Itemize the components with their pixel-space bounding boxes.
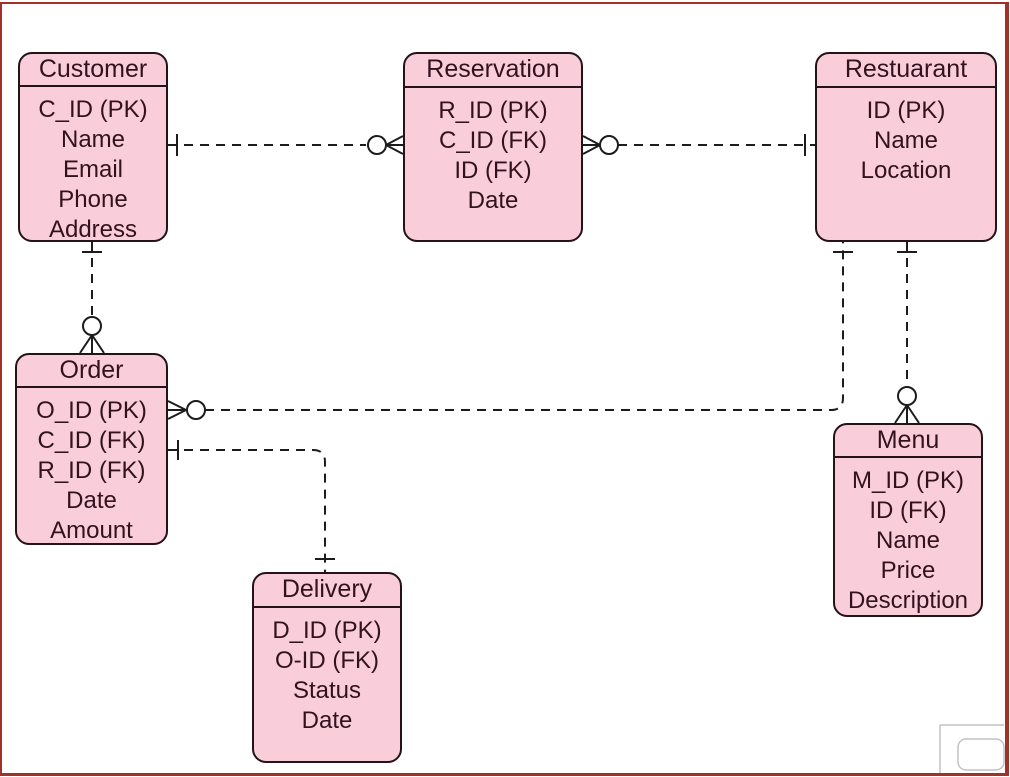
entity-reservation[interactable]: Reservation R_ID (PK) C_ID (FK) ID (FK) … xyxy=(403,52,583,242)
attribute: Date xyxy=(467,187,519,214)
crow-foot-many-icon xyxy=(894,404,920,424)
attribute: Location xyxy=(860,157,952,184)
connector-restaurant-menu xyxy=(894,242,920,424)
attribute: R_ID (FK) xyxy=(37,457,146,484)
ghost-box xyxy=(939,724,1005,774)
attribute: Email xyxy=(62,156,123,183)
entity-customer[interactable]: Customer C_ID (PK) Name Email Phone Addr… xyxy=(18,52,168,242)
attribute: Status xyxy=(292,677,362,704)
entity-title: Customer xyxy=(20,54,166,87)
cardinality-zero-circle xyxy=(367,135,387,155)
crow-foot-many-icon xyxy=(167,400,187,420)
attribute: O_ID (PK) xyxy=(36,397,147,424)
crow-foot-many-icon xyxy=(582,135,601,155)
entity-title: Reservation xyxy=(405,54,581,88)
cardinality-zero-circle xyxy=(897,386,917,406)
entity-menu[interactable]: Menu M_ID (PK) ID (FK) Name Price Descri… xyxy=(833,423,983,617)
cardinality-zero-circle xyxy=(599,135,619,155)
attribute: Name xyxy=(875,527,941,554)
connector-customer-order xyxy=(79,242,105,354)
entity-attributes: M_ID (PK) ID (FK) Name Price Description xyxy=(835,458,981,615)
attribute: ID (FK) xyxy=(454,157,532,184)
attribute: Date xyxy=(66,487,117,514)
entity-attributes: D_ID (PK) O-ID (FK) Status Date xyxy=(254,608,400,736)
entity-attributes: O_ID (PK) C_ID (FK) R_ID (FK) Date Amoun… xyxy=(17,388,166,544)
entity-order[interactable]: Order O_ID (PK) C_ID (FK) R_ID (FK) Date… xyxy=(15,353,168,545)
crow-foot-many-icon xyxy=(385,135,404,155)
attribute: C_ID (FK) xyxy=(37,427,146,454)
connector-order-restaurant xyxy=(167,242,853,420)
entity-delivery[interactable]: Delivery D_ID (PK) O-ID (FK) Status Date xyxy=(252,572,402,763)
entity-title: Restuarant xyxy=(817,54,995,88)
attribute: Amount xyxy=(50,517,133,544)
attribute: M_ID (PK) xyxy=(851,467,964,494)
attribute: Date xyxy=(301,707,353,734)
entity-title: Delivery xyxy=(254,574,400,608)
entity-attributes: R_ID (PK) C_ID (FK) ID (FK) Date xyxy=(405,88,581,216)
entity-title: Menu xyxy=(835,425,981,458)
entity-restaurant[interactable]: Restuarant ID (PK) Name Location xyxy=(815,52,997,242)
attribute: C_ID (FK) xyxy=(439,127,547,154)
attribute: D_ID (PK) xyxy=(272,617,382,644)
attribute: Phone xyxy=(58,186,128,213)
cardinality-zero-circle xyxy=(186,400,206,420)
entity-attributes: ID (PK) Name Location xyxy=(817,88,995,186)
attribute: C_ID (PK) xyxy=(38,96,148,123)
attribute: R_ID (PK) xyxy=(438,97,548,124)
attribute: ID (PK) xyxy=(866,97,946,124)
connector-order-delivery xyxy=(168,440,335,572)
connector-customer-reservation xyxy=(168,134,404,156)
attribute: Name xyxy=(60,126,126,153)
crow-foot-many-icon xyxy=(79,334,105,354)
attribute: ID (FK) xyxy=(869,497,947,524)
cardinality-zero-circle xyxy=(82,316,102,336)
connector-reservation-restaurant xyxy=(582,134,815,156)
entity-attributes: C_ID (PK) Name Email Phone Address xyxy=(20,87,166,242)
attribute: Name xyxy=(873,127,939,154)
attribute: Price xyxy=(880,557,936,584)
attribute: Address xyxy=(48,216,138,242)
entity-title: Order xyxy=(17,355,166,388)
attribute: Description xyxy=(847,587,969,614)
attribute: O-ID (FK) xyxy=(275,647,379,674)
